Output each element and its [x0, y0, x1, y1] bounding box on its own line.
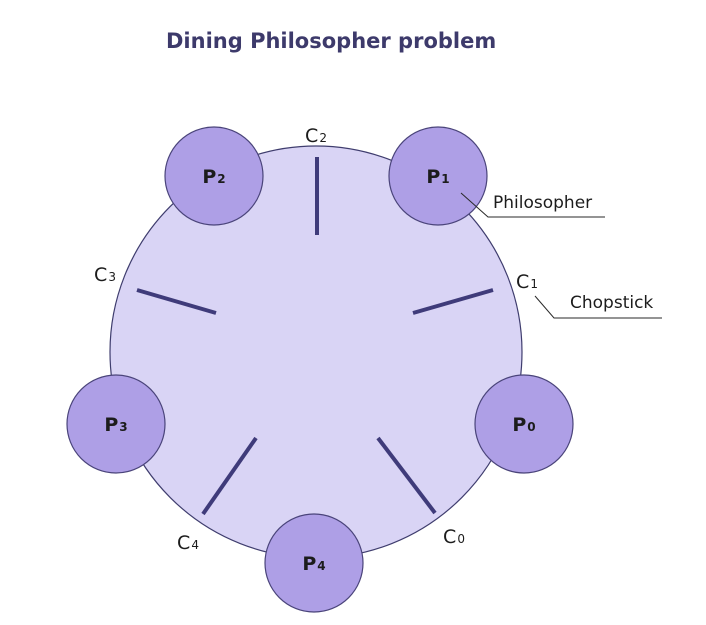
svg-text:P0: P0: [512, 414, 535, 436]
chopstick-label-c0: C0: [443, 526, 465, 548]
philosopher-index: 0: [527, 420, 535, 434]
svg-text:P2: P2: [202, 166, 225, 188]
philosopher-callout-line: [460, 192, 605, 218]
philosopher-label: P: [512, 414, 526, 436]
chopstick-c3: [136, 288, 217, 315]
philosopher-label: P: [202, 166, 216, 188]
philosopher-label: P: [302, 553, 316, 575]
chopstick-label-c1: C1: [516, 271, 538, 293]
philosopher-annotation: Philosopher: [493, 193, 592, 213]
philosopher-index: 4: [317, 559, 325, 573]
philosopher-p2: P2: [164, 126, 264, 226]
philosopher-label: P: [104, 414, 118, 436]
philosopher-index: 3: [119, 420, 127, 434]
chopstick-c4: [201, 436, 258, 516]
philosopher-label: P: [426, 166, 440, 188]
philosopher-p0: P0: [474, 374, 574, 474]
chopstick-label-c4: C4: [177, 532, 199, 554]
svg-text:P4: P4: [302, 553, 325, 575]
philosopher-index: 1: [441, 172, 449, 186]
chopstick-c0: [376, 436, 437, 515]
chopstick-label-c3: C3: [94, 264, 116, 286]
chopstick-callout-line: [534, 295, 662, 319]
chopstick-c1: [412, 288, 494, 315]
philosopher-p1: P1: [388, 126, 488, 226]
philosopher-p4: P4: [264, 513, 364, 613]
diagram-title: Dining Philosopher problem: [166, 29, 496, 53]
svg-text:P1: P1: [426, 166, 449, 188]
philosopher-index: 2: [217, 172, 225, 186]
chopstick-label-c2: C2: [305, 125, 327, 147]
chopstick-annotation: Chopstick: [570, 293, 653, 313]
svg-text:P3: P3: [104, 414, 127, 436]
philosopher-p3: P3: [66, 374, 166, 474]
